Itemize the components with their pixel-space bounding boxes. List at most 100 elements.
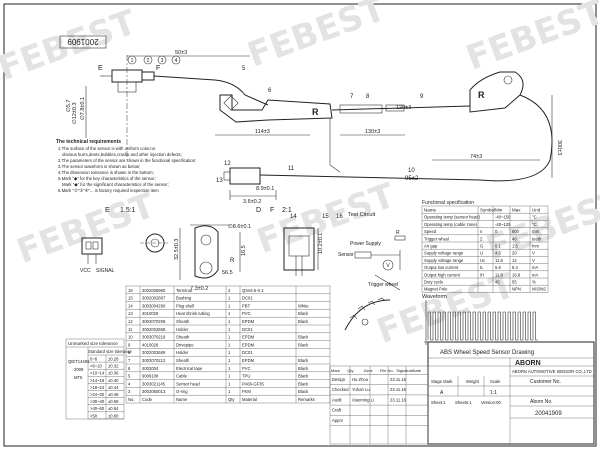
dim-text: 114±3 [255, 129, 270, 135]
bom-cell: Black [298, 335, 309, 340]
callout: 9 [420, 94, 424, 100]
bom-cell: DC01 [242, 296, 253, 301]
spec-cell: -40~150 [495, 215, 511, 220]
bom-cell: 1 [228, 303, 231, 308]
spec-cell: IL [480, 265, 484, 270]
dim-text: ∅8.6±0.1 [228, 223, 251, 230]
bom-cell: Black [298, 389, 309, 394]
tech-req-line: 4.The dimension tolerance is shown in th… [58, 170, 154, 175]
bom-cell: 1 [228, 389, 231, 394]
scale-label: 1.5:1 [120, 207, 136, 214]
bom-cell: 4 [128, 381, 131, 386]
stage-value: A [440, 390, 444, 396]
dim-text: 300±3 [556, 140, 562, 155]
bom-header: Code [142, 397, 153, 402]
sign-header: Mark [331, 368, 340, 373]
tech-req-line: obvious burrs,dents,bubbles,cracks and o… [62, 152, 182, 157]
bom-cell: Black [298, 311, 309, 316]
spec-cell: 0.1 [495, 244, 501, 249]
tech-req-line: 3.The sensor waveform is shown as below; [58, 164, 140, 169]
dim-text: 50±3 [175, 50, 187, 56]
spec-cell: 0 [495, 229, 498, 234]
sign-role: Checked [332, 387, 349, 392]
sheath [339, 104, 383, 114]
bom-cell: EPDM [242, 319, 255, 324]
bom-cell: EPDM [242, 358, 255, 363]
brand-logo: ABORN [515, 360, 541, 367]
sheet-label: Sheet:1 [431, 400, 446, 405]
callout: 3 [161, 58, 164, 64]
view-label-f: F [270, 207, 274, 214]
sign-date: 23.11.16 [390, 397, 407, 402]
connector-body [229, 167, 261, 185]
sign-date: 23.11.16 [390, 387, 407, 392]
spec-cell: mA [532, 265, 538, 270]
spec-cell: Supply voltage range [424, 251, 464, 256]
spec-cell: % [532, 280, 536, 285]
bom-cell: 1 [228, 319, 231, 324]
watermark: FEBEST [372, 265, 521, 352]
bom-cell: 4002004 [142, 366, 159, 371]
tech-req-line: 6.Mark "②"③"④"... is factory required in… [58, 188, 159, 193]
spec-cell: Duty cycle [424, 280, 444, 285]
sensor-label: Sensor [338, 252, 354, 258]
callout: 15 [322, 214, 329, 220]
bom-cell: 9 [128, 342, 131, 347]
bom-cell: 6 [128, 366, 131, 371]
test-circuit: Test Circuit Power Supply Sensor V R Tri… [338, 212, 406, 331]
tolerance-title: Unmarked size tolerance [68, 341, 118, 346]
dim-text: 3.6±0.2 [243, 199, 261, 205]
connector-views: 1.5:1 2:1 E F D VCC SIGNAL ∅8.6±0.1 32.5… [80, 207, 324, 292]
sheet-border [3, 3, 597, 447]
spec-cell: °C [532, 215, 537, 220]
voltmeter-symbol [382, 259, 394, 271]
spec-cell: N/S/NS [532, 287, 546, 292]
spec-cell: V [532, 258, 535, 263]
part-name: ABS Wheel Speed Sensor Drawing [440, 350, 534, 356]
watermark: FEBEST [12, 185, 161, 272]
spec-cell: Operating temp (sensor head) [424, 215, 480, 220]
spec-cell: 11.6 [495, 258, 504, 263]
spec-cell: 8.4 [512, 265, 518, 270]
sign-header: Qty [347, 368, 353, 373]
flange-view [194, 225, 219, 279]
spec-cell: G [480, 244, 483, 249]
keyway-label: R [230, 258, 235, 264]
bom-cell: Black [298, 381, 309, 386]
view-label-e: E [98, 65, 103, 72]
sign-header: Signature [396, 368, 414, 373]
callout: 14 [290, 214, 297, 220]
bom-cell: Black [298, 319, 309, 324]
spec-cell: Output high current [424, 272, 461, 277]
sign-header: File No. [380, 368, 394, 373]
bom-cell: 5 [128, 374, 131, 379]
bracket-mark: R [312, 107, 319, 117]
bom-cell: 3002002867 [142, 296, 166, 301]
sign-header: Zone [364, 368, 374, 373]
main-sensor-view: E F R R 50±3 114±3 130±3 120±3 74±3 [65, 50, 562, 220]
bom-cell: 1 [228, 374, 231, 379]
spec-cell: Z [480, 236, 483, 241]
dim-text: 95±2 [405, 176, 419, 182]
tech-requirements: The technical requirements 1.The surface… [56, 139, 196, 193]
tolerance-value: ±0.28 [108, 357, 119, 362]
bom-cell: DC01 [242, 350, 253, 355]
aborn-no: 20041909 [535, 411, 562, 417]
bom-cell: 1 [228, 327, 231, 332]
scale-value: 1:1 [490, 390, 497, 396]
bom-cell: QSn6.5-0.1 [242, 288, 264, 293]
tolerance-value: ±0.64 [108, 406, 119, 411]
scale-label: 2:1 [282, 207, 292, 214]
sign-header: Date [413, 368, 422, 373]
view-label-f: F [156, 65, 160, 72]
bom-cell: 7 [128, 358, 131, 363]
bom-cell: 3003070213 [142, 358, 166, 363]
dim-text: 120±3 [396, 105, 411, 111]
bom-cell: 1 [228, 358, 231, 363]
bom-cell: Sheath [176, 358, 190, 363]
cable-segment [153, 75, 269, 106]
spec-cell: Speed [424, 229, 437, 234]
tech-req-line: 1.The surface of the sensor is with unif… [58, 146, 156, 151]
